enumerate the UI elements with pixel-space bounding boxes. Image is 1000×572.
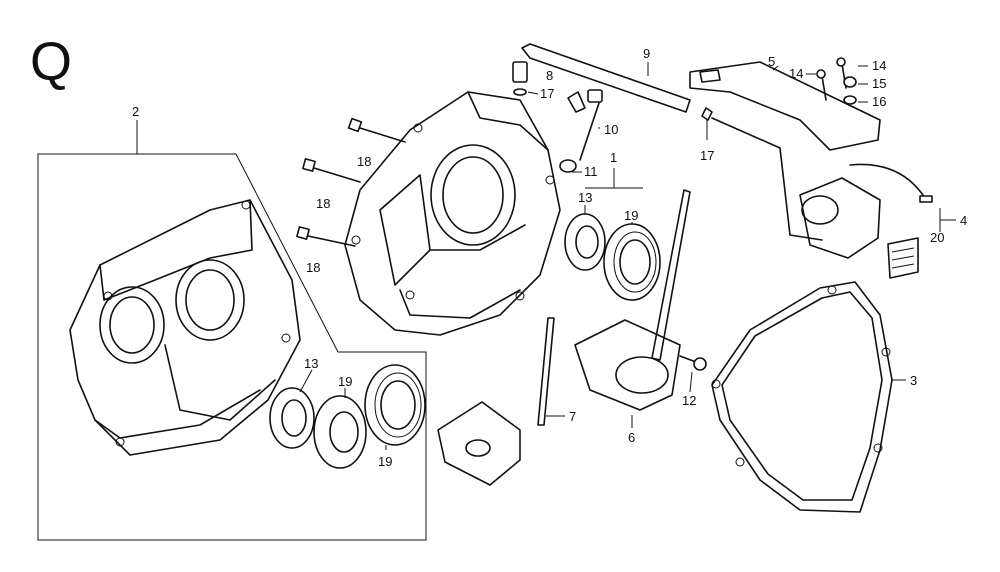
part-17-plug-b	[701, 107, 713, 140]
callout-10: 10	[604, 122, 618, 137]
part-18-bolt-a	[347, 117, 406, 143]
part-15-nut	[843, 76, 857, 88]
part-12-bolt	[679, 355, 707, 393]
part-16-washer	[843, 95, 857, 105]
callout-13-right: 13	[578, 190, 592, 205]
part-13-oil-seal-right	[564, 205, 606, 271]
part-6-oil-guide	[574, 189, 691, 428]
callout-4: 4	[960, 213, 967, 228]
part-18-bolt-b	[302, 158, 361, 183]
part-7-oil-dipper	[437, 317, 565, 486]
part-19-bearing-left-a	[313, 388, 367, 469]
callout-19-left-b: 19	[378, 454, 392, 469]
part-18-bolt-c	[296, 226, 356, 247]
callouts: 2 1 13 19 13 19 19 18 18 18 17 17 8 9 10…	[132, 46, 967, 469]
callout-19-left-a: 19	[338, 374, 352, 389]
callout-3: 3	[910, 373, 917, 388]
part-10-dipstick	[579, 89, 603, 161]
part-8-clip	[567, 91, 586, 113]
part-19-bearing-right	[603, 222, 661, 301]
callout-12: 12	[682, 393, 696, 408]
part-11-o-ring	[559, 159, 577, 173]
callout-15: 15	[872, 76, 886, 91]
callout-11: 11	[584, 164, 598, 179]
callout-14-a: 14	[789, 66, 803, 81]
callout-18-b: 18	[316, 196, 330, 211]
callout-18-c: 18	[306, 260, 320, 275]
part-1-crankcase	[344, 91, 561, 336]
callout-1: 1	[610, 150, 617, 165]
part-20-label	[887, 237, 919, 279]
callout-19-right: 19	[624, 208, 638, 223]
callout-2: 2	[132, 104, 139, 119]
callout-18-a: 18	[357, 154, 371, 169]
part-17-plug-a	[512, 61, 528, 96]
callout-5: 5	[768, 54, 775, 69]
callout-16: 16	[872, 94, 886, 109]
callout-8: 8	[546, 68, 553, 83]
part-3-gasket	[711, 281, 906, 513]
part-2-group-box	[37, 153, 427, 541]
leader-arrows	[527, 65, 868, 173]
callout-17-b: 17	[700, 148, 714, 163]
callout-7: 7	[569, 409, 576, 424]
part-9-breather-tube	[521, 43, 691, 113]
part-4-oil-alert-unit	[711, 117, 956, 259]
callout-17-a: 17	[540, 86, 554, 101]
part-5-bracket	[689, 61, 881, 151]
part-2-crankcase-cover	[37, 120, 427, 541]
section-letter: Q	[30, 32, 72, 92]
part-1-bracket	[585, 168, 643, 189]
callout-9: 9	[643, 46, 650, 61]
part-13-oil-seal-left	[269, 369, 315, 449]
callout-20: 20	[930, 230, 944, 245]
callout-13-left: 13	[304, 356, 318, 371]
part-14-screw-a	[816, 69, 827, 101]
callout-6: 6	[628, 430, 635, 445]
part-19-bearing-left-b	[364, 364, 426, 450]
callout-14-b: 14	[872, 58, 886, 73]
